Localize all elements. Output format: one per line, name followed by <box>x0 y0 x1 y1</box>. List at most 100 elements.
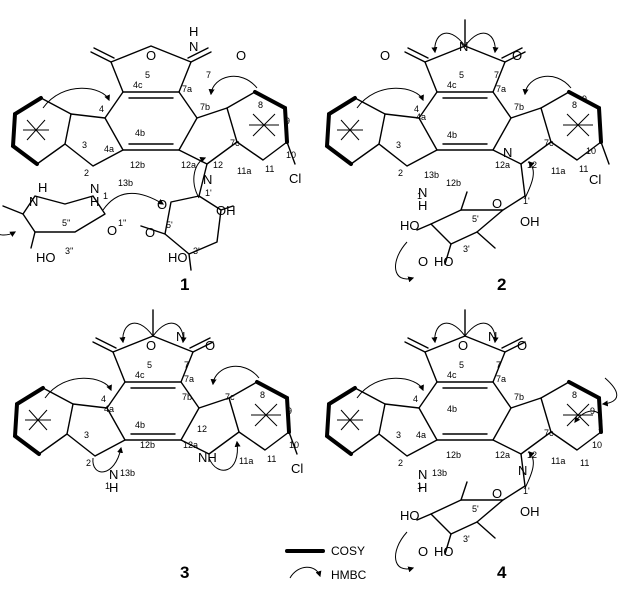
c4-n10: 10 <box>592 440 602 450</box>
compound-4 <box>325 309 618 573</box>
c1-n3: 3 <box>82 140 87 150</box>
c1-o4: O <box>145 225 155 240</box>
c3-n12-atom: NH <box>198 450 217 465</box>
c1-n9: 9 <box>285 116 290 126</box>
c2-n3: 3 <box>396 140 401 150</box>
c3-n7c: 7c <box>225 392 235 402</box>
hmbc-legend-label: HMBC <box>331 568 367 582</box>
c1-h-amino: H <box>38 180 47 195</box>
c3-n12b: 12b <box>140 440 155 450</box>
c2-n8: 8 <box>572 100 577 110</box>
c2-o-sugar: O <box>492 196 502 211</box>
c3-cl: Cl <box>291 461 303 476</box>
compound-1-label: 1 <box>180 275 189 294</box>
c1-n1p: 1' <box>205 188 212 198</box>
c2-n12b: 12b <box>446 178 461 188</box>
c4-oh2: OH <box>520 504 540 519</box>
c1-n12: 12 <box>213 160 223 170</box>
c4-n7: 7 <box>496 360 501 370</box>
c1-n2: 2 <box>84 168 89 178</box>
c2-n1p: 1' <box>523 196 530 206</box>
c1-ho-ring2: HO <box>36 250 56 265</box>
c4-n11: 11 <box>580 458 589 468</box>
c2-n7: 7 <box>494 70 499 80</box>
c1-h6: H <box>189 24 198 39</box>
c2-n5: 5 <box>459 70 464 80</box>
c4-n5: 5 <box>459 360 464 370</box>
c2-cl: Cl <box>589 172 601 187</box>
c2-n13b: 13b <box>424 170 439 180</box>
c3-n4a: 4a <box>104 404 114 414</box>
c4-n4a: 4a <box>416 430 426 440</box>
compound-4-label: 4 <box>497 563 507 582</box>
c1-n11a: 11a <box>237 166 251 176</box>
c4-n7a: 7a <box>496 374 506 384</box>
c2-n4b: 4b <box>447 130 457 140</box>
compound-2-label: 2 <box>497 275 506 294</box>
c1-n1: 1 <box>103 191 108 201</box>
c2-ho6: HO <box>400 218 420 233</box>
cosy-legend-label: COSY <box>331 544 365 558</box>
c3-n12a: 12a <box>183 440 198 450</box>
c4-n6: N <box>488 329 497 344</box>
c2-h13: H <box>418 198 427 213</box>
c1-n10: 10 <box>286 150 296 160</box>
c3-n1: 1 <box>105 481 110 491</box>
hmbc-legend-arrow <box>289 566 322 579</box>
c4-n7b: 7b <box>514 392 524 402</box>
c1-o-sugar: O <box>157 197 167 212</box>
c4-ho6: HO <box>400 508 420 523</box>
compound-2 <box>325 19 610 283</box>
c1-nh-amino: N <box>29 194 38 209</box>
c3-n10: 10 <box>289 440 299 450</box>
c4-n2: 2 <box>398 458 403 468</box>
c2-o4: O <box>418 254 428 269</box>
c4-n12: 12 <box>527 450 537 460</box>
c3-o5: O <box>146 338 156 353</box>
c1-n7c: 7c <box>230 138 240 148</box>
c4-o4: O <box>418 544 428 559</box>
c3-o7: O <box>205 338 215 353</box>
c2-n13: N <box>418 185 427 200</box>
compound-1 <box>0 44 296 271</box>
c4-n11a: 11a <box>551 456 565 466</box>
c1-o7: O <box>236 48 246 63</box>
c1-n13b: 13b <box>118 178 133 188</box>
c4-n4b: 4b <box>447 404 457 414</box>
c1-n12b: 12b <box>130 160 145 170</box>
c4-n7c: 7c <box>544 428 554 438</box>
c4-n12a: 12a <box>495 450 510 460</box>
c2-n12: 12 <box>527 160 537 170</box>
c1-n12a: 12a <box>181 160 196 170</box>
c3-n13b: 13b <box>120 468 135 478</box>
c4-h13: H <box>418 480 427 495</box>
c1-n13: N <box>90 181 99 196</box>
c1-n4c: 4c <box>133 80 143 90</box>
c1-n5p: 5' <box>166 220 173 230</box>
c4-n5p: 5' <box>472 504 479 514</box>
c3-n5: 5 <box>147 360 152 370</box>
c1-ho3: HO <box>168 250 188 265</box>
c1-n3p: 3' <box>193 246 200 256</box>
c2-n12a: 12a <box>495 160 510 170</box>
c4-n3: 3 <box>396 430 401 440</box>
c2-n7a: 7a <box>496 84 506 94</box>
c1-n1pp: 1'' <box>118 218 127 228</box>
c2-o5: O <box>380 48 390 63</box>
c2-n10: 10 <box>586 146 596 156</box>
c1-o5: O <box>146 48 156 63</box>
c4-n4: 4 <box>413 394 418 404</box>
c4-n9: 9 <box>590 406 595 416</box>
c4-n4c: 4c <box>447 370 457 380</box>
c3-n7a: 7a <box>184 374 194 384</box>
c4-n3p: 3' <box>463 534 470 544</box>
c1-n6: N <box>189 39 198 54</box>
c3-n7: 7 <box>184 360 189 370</box>
c4-n12-atom: N <box>518 463 527 478</box>
c3-n4b: 4b <box>135 420 145 430</box>
c3-n9: 9 <box>287 406 292 416</box>
c2-n1: 1 <box>417 191 422 201</box>
c1-n12-atom: N <box>203 172 212 187</box>
c2-n6: N <box>459 39 468 54</box>
c4-n12b: 12b <box>446 450 461 460</box>
